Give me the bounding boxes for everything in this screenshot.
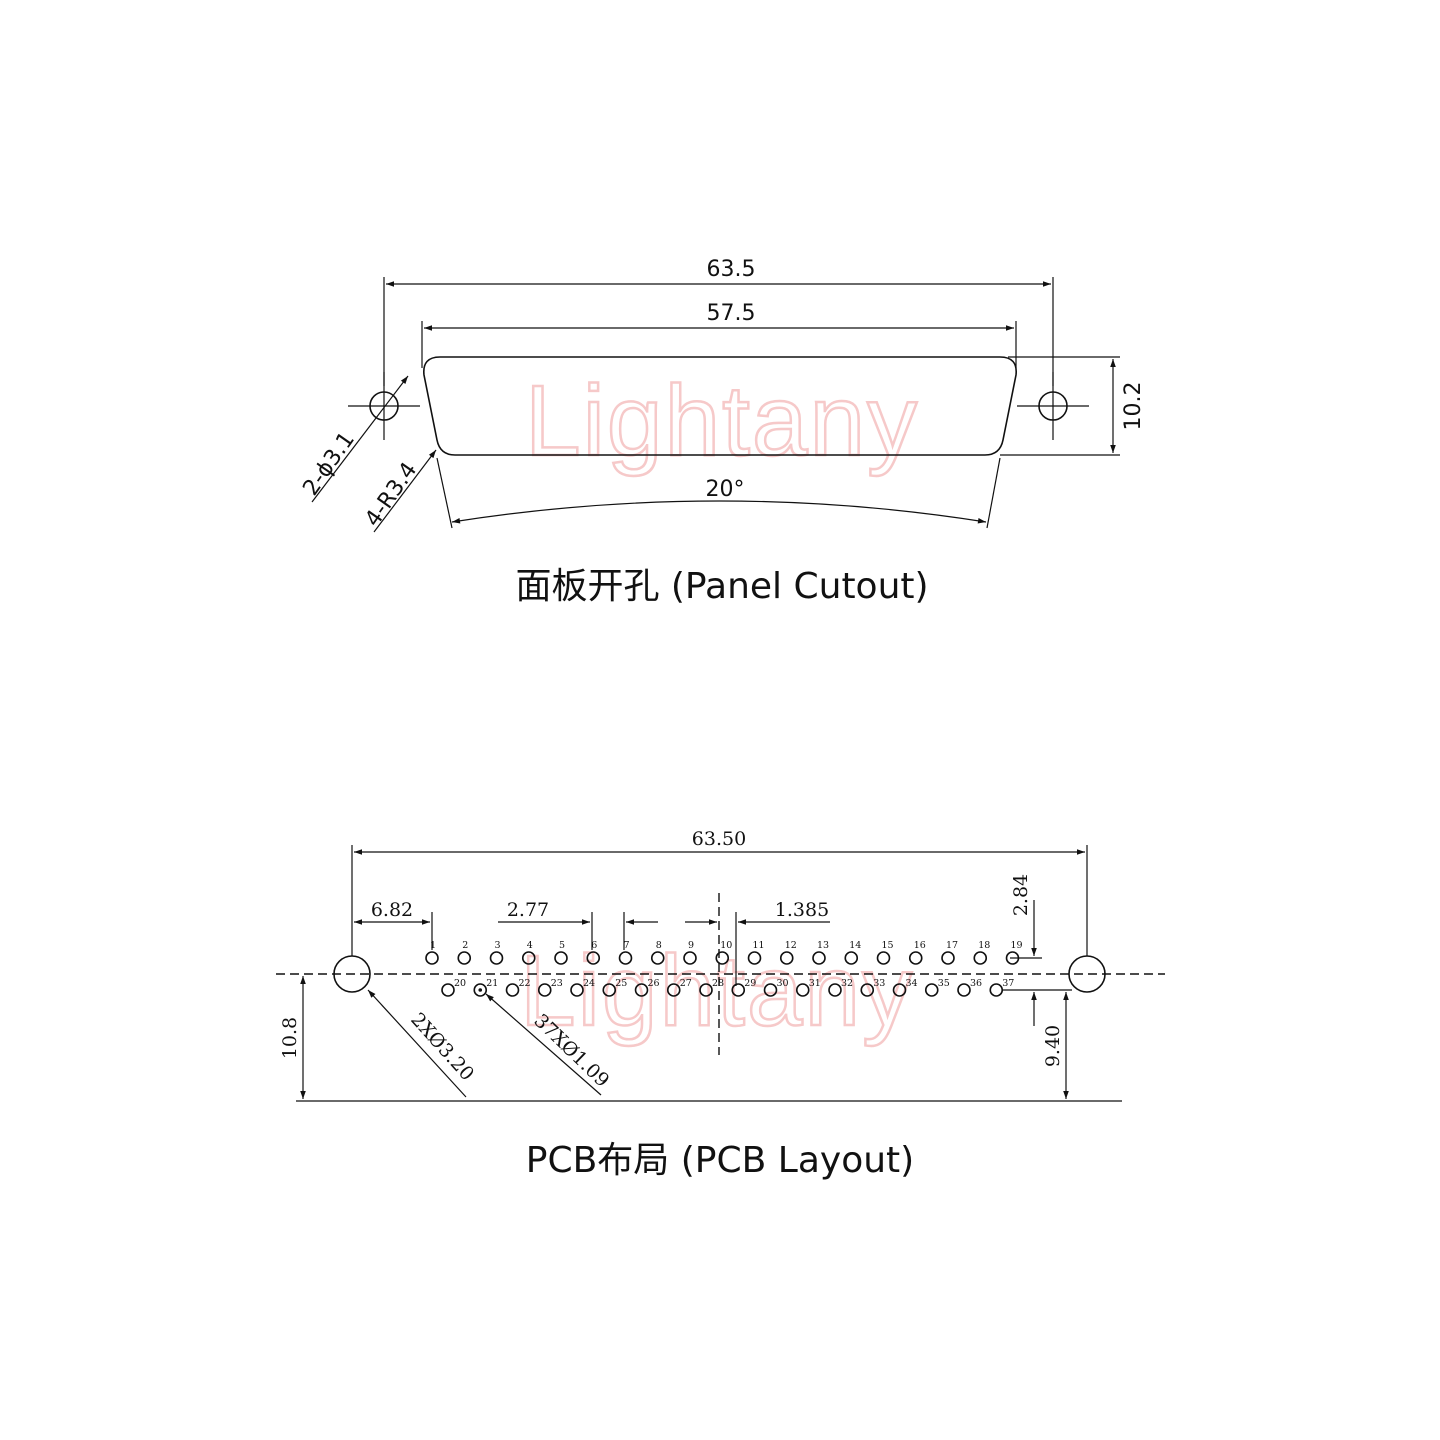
pin-hole <box>731 983 746 997</box>
pin-hole <box>812 951 826 965</box>
pin-hole <box>892 983 907 997</box>
panel-dim-57-5: 57.5 <box>707 301 756 326</box>
pin-hole <box>473 983 488 997</box>
pin-label: 29 <box>744 978 756 989</box>
pin-hole <box>941 951 955 965</box>
pin-hole <box>505 983 520 997</box>
pin-label: 5 <box>559 940 565 951</box>
pin-label: 34 <box>906 978 918 989</box>
pin-label: 19 <box>1011 940 1023 951</box>
pin-label: 28 <box>712 978 724 989</box>
pin-label: 35 <box>938 978 950 989</box>
pin-label: 23 <box>551 978 563 989</box>
cutout-outline <box>423 356 1017 456</box>
pin-label: 37 <box>1002 978 1014 989</box>
pin-hole <box>618 951 633 965</box>
pin-hole <box>537 983 552 997</box>
panel-cutout-title: 面板开孔 (Panel Cutout) <box>515 566 928 607</box>
pin-hole <box>860 983 875 997</box>
pin-hole <box>666 983 681 997</box>
pin-hole <box>570 983 584 997</box>
pin-label: 7 <box>624 940 630 951</box>
pin-label: 32 <box>841 978 853 989</box>
pin-hole <box>779 951 794 965</box>
panel-dim-20-deg: 20° <box>706 477 745 502</box>
pin-label: 11 <box>753 940 765 951</box>
pin-label: 3 <box>495 940 501 951</box>
watermark-pcb: Lightany <box>520 935 914 1047</box>
pin-hole <box>844 951 859 965</box>
pcb-dim-2-84: 2.84 <box>1010 874 1032 916</box>
pin-label: 17 <box>946 940 958 951</box>
pin-center-mark <box>478 988 483 992</box>
pin-hole <box>425 951 439 965</box>
pin-hole <box>650 951 665 965</box>
pin-label: 26 <box>648 978 660 989</box>
pcb-layout-title: PCB布局 (PCB Layout) <box>526 1140 914 1181</box>
pin-label: 14 <box>849 940 861 951</box>
pin-hole <box>795 983 810 997</box>
pin-hole <box>441 983 455 997</box>
pin-label: 33 <box>873 978 885 989</box>
pin-hole <box>924 983 939 997</box>
pin-label: 12 <box>785 940 797 951</box>
pin-hole <box>973 951 988 965</box>
pcb-dim-6-82: 6.82 <box>371 899 413 921</box>
pin-label: 1 <box>430 940 436 951</box>
pin-label: 22 <box>519 978 531 989</box>
pin-label: 21 <box>486 978 498 989</box>
pin-hole <box>908 951 923 965</box>
pin-label: 24 <box>583 978 595 989</box>
panel-dim-10-2: 10.2 <box>1121 382 1146 431</box>
pcb-dim-1-385: 1.385 <box>775 899 829 921</box>
pin-hole <box>586 951 601 965</box>
panel-dim-radius: 4-R3.4 <box>360 458 422 531</box>
pcb-dim-9-40: 9.40 <box>1042 1025 1064 1067</box>
pin-label: 13 <box>817 940 829 951</box>
pin-hole <box>602 983 617 997</box>
pin-label: 9 <box>688 940 694 951</box>
pin-label: 2 <box>462 940 468 951</box>
pcb-dim-mount-holes: 2XØ3.20 <box>406 1009 478 1086</box>
pin-label: 4 <box>527 940 533 951</box>
panel-dim-holes: 2-ϕ3.1 <box>298 428 359 501</box>
pin-label: 18 <box>978 940 990 951</box>
pcb-dim-10-8: 10.8 <box>279 1017 301 1059</box>
pin-label: 36 <box>970 978 982 989</box>
pin-hole <box>989 983 1004 997</box>
pin-hole <box>683 951 697 965</box>
pin-label: 20 <box>454 978 466 989</box>
pin-hole <box>489 951 504 965</box>
pin-label: 15 <box>882 940 894 951</box>
pin-hole <box>747 951 762 965</box>
pin-hole <box>521 951 536 965</box>
pin-hole <box>554 951 568 965</box>
pin-label: 31 <box>809 978 821 989</box>
panel-dim-63-5: 63.5 <box>707 257 756 282</box>
pin-hole <box>634 983 649 997</box>
pin-label: 27 <box>680 978 692 989</box>
pin-hole <box>699 983 713 997</box>
pin-label: 30 <box>777 978 789 989</box>
pin-hole <box>715 951 730 965</box>
pin-hole <box>457 951 472 965</box>
pcb-dim-2-77: 2.77 <box>507 899 549 921</box>
pin-label: 10 <box>720 940 732 951</box>
pcb-dim-63-50: 63.50 <box>692 828 746 850</box>
watermark-panel: Lightany <box>525 365 919 477</box>
pin-hole <box>876 951 891 965</box>
pin-hole <box>763 983 778 997</box>
pin-hole <box>957 983 971 997</box>
pin-label: 16 <box>914 940 926 951</box>
pin-label: 8 <box>656 940 662 951</box>
pin-label: 25 <box>615 978 627 989</box>
pin-label: 6 <box>591 940 597 951</box>
pin-hole <box>828 983 842 997</box>
